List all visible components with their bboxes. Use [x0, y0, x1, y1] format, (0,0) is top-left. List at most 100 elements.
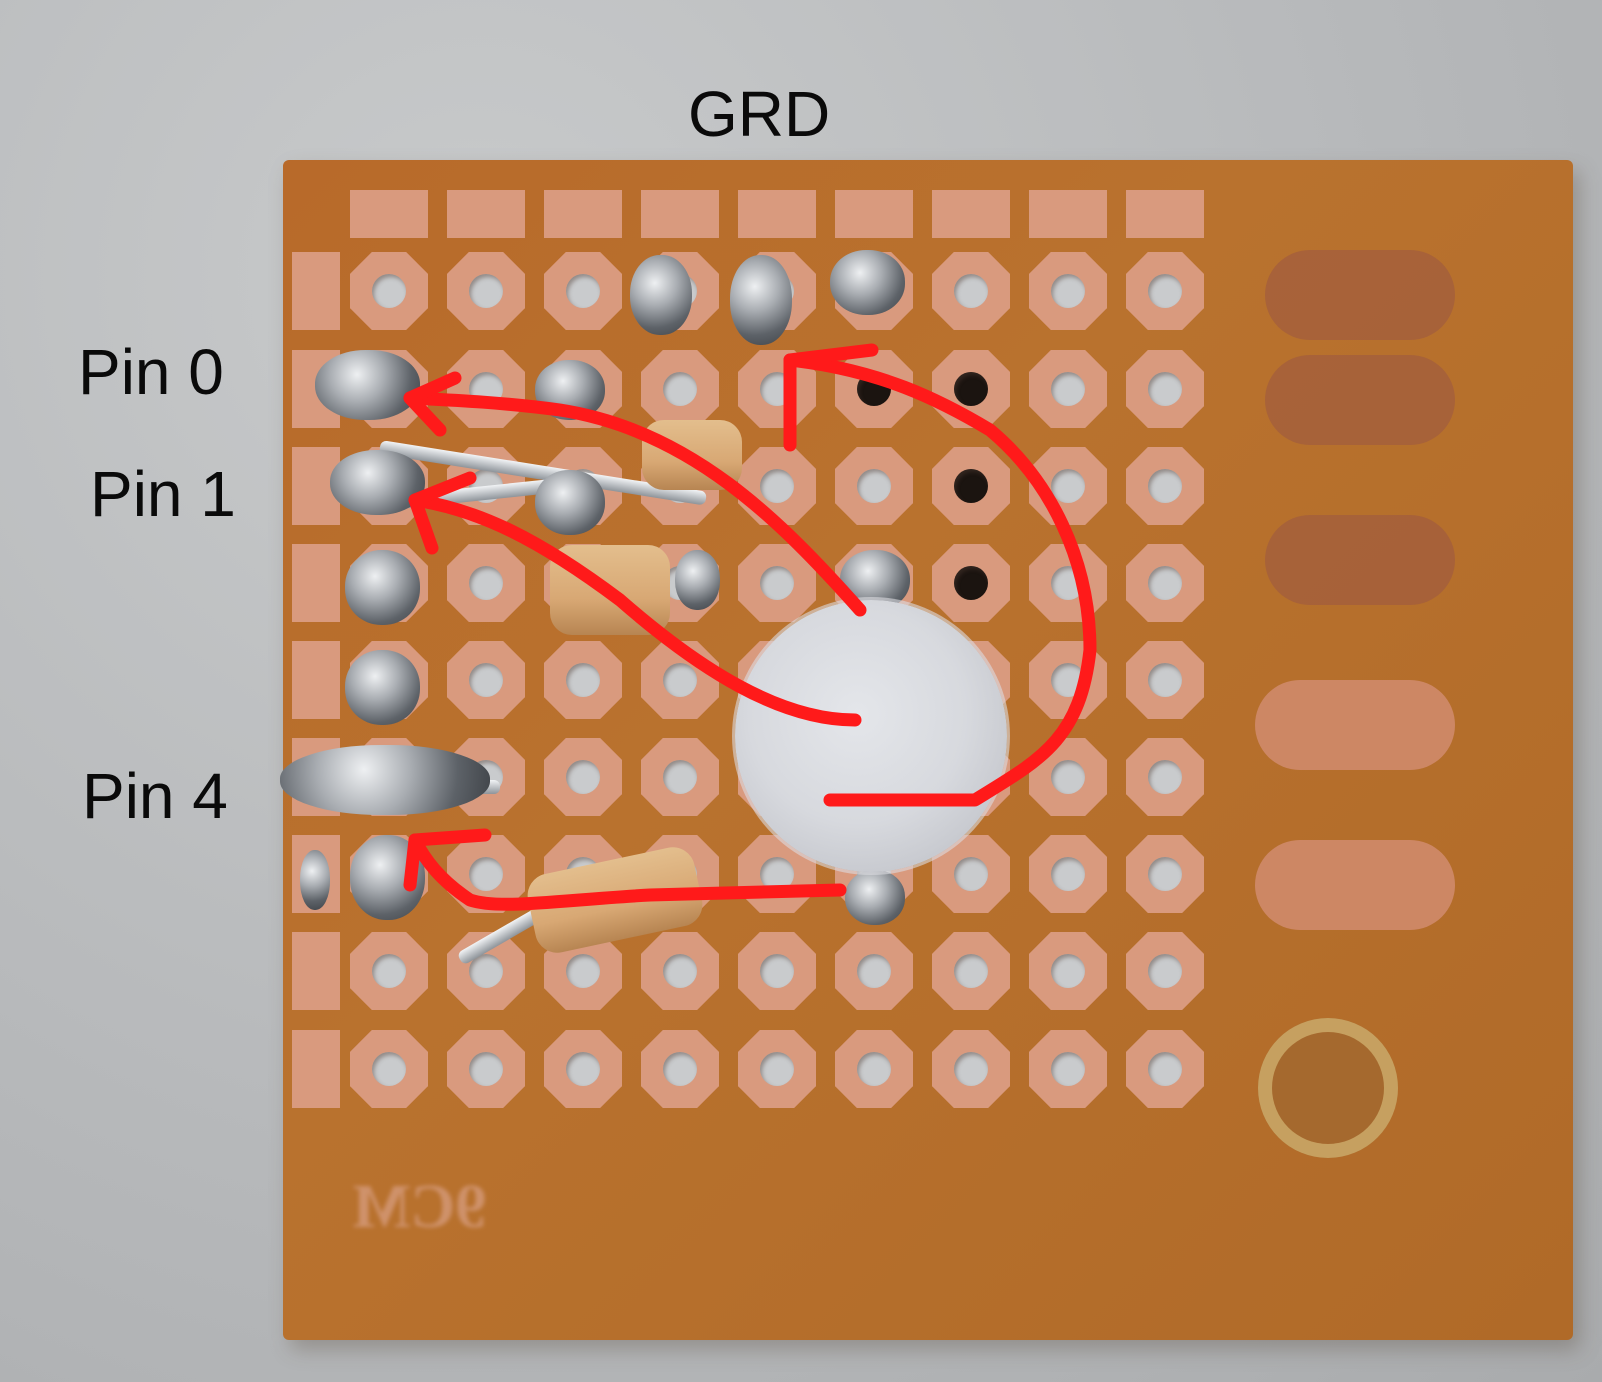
solder-joint: [675, 550, 720, 610]
solder-joint: [830, 250, 905, 315]
copper-pad: [835, 447, 913, 525]
copper-strip: [1255, 840, 1455, 930]
copper-pad: [544, 738, 622, 816]
mounting-hole: [1258, 1018, 1398, 1158]
copper-strip: [1265, 515, 1455, 605]
copper-pad: [641, 738, 719, 816]
copper-pad: [932, 544, 1010, 622]
pad-hole: [1148, 1052, 1182, 1086]
copper-pad: [1126, 544, 1204, 622]
copper-pad: [738, 835, 816, 913]
pad-hole: [1148, 566, 1182, 600]
copper-pad: [1029, 252, 1107, 330]
edge-pad: [738, 190, 816, 238]
solder-joint: [535, 470, 605, 535]
edge-pad: [932, 190, 1010, 238]
pad-hole: [1051, 760, 1085, 794]
copper-pad: [1126, 1030, 1204, 1108]
solder-joint: [330, 450, 425, 515]
edge-pad: [1126, 190, 1204, 238]
copper-pad: [932, 252, 1010, 330]
pad-hole: [1051, 274, 1085, 308]
label-grd: GRD: [688, 78, 831, 150]
solder-joint: [315, 350, 420, 420]
copper-pad: [350, 1030, 428, 1108]
pad-hole: [760, 954, 794, 988]
edge-pad: [544, 190, 622, 238]
solder-joint: [845, 870, 905, 925]
pad-hole: [469, 274, 503, 308]
arrowhead-pin0: [403, 371, 462, 437]
pad-hole: [1148, 663, 1182, 697]
arrow-to-pin1: [408, 493, 862, 727]
arrow-to-pin4: [408, 833, 847, 911]
edge-pad: [447, 190, 525, 238]
pad-hole: [954, 469, 988, 503]
pad-hole: [663, 372, 697, 406]
copper-pad: [544, 1030, 622, 1108]
copper-strip: [1255, 680, 1455, 770]
copper-pad: [932, 932, 1010, 1010]
edge-pad: [1029, 190, 1107, 238]
pad-hole: [566, 954, 600, 988]
copper-pad: [1126, 738, 1204, 816]
copper-pad: [1029, 447, 1107, 525]
copper-pad: [738, 932, 816, 1010]
solder-joint: [280, 745, 490, 815]
pad-hole: [469, 857, 503, 891]
pad-hole: [1051, 1052, 1085, 1086]
label-pin0: Pin 0: [78, 336, 224, 408]
pad-hole: [372, 274, 406, 308]
pad-hole: [1148, 372, 1182, 406]
copper-strip: [1265, 250, 1455, 340]
edge-pad: [292, 252, 340, 330]
solder-joint: [630, 255, 692, 335]
pad-hole: [1148, 469, 1182, 503]
pad-hole: [857, 1052, 891, 1086]
copper-pad: [544, 641, 622, 719]
pad-hole: [954, 372, 988, 406]
copper-pad: [641, 350, 719, 428]
pad-hole: [954, 566, 988, 600]
arrow-to-pin0: [403, 391, 867, 617]
copper-pad: [738, 1030, 816, 1108]
copper-pad: [447, 350, 525, 428]
pad-hole: [469, 954, 503, 988]
arrowhead-pin4: [403, 828, 492, 892]
pad-hole: [1148, 954, 1182, 988]
copper-pad: [1126, 447, 1204, 525]
pad-hole: [566, 1052, 600, 1086]
copper-strip: [1265, 355, 1455, 445]
copper-pad: [1126, 835, 1204, 913]
copper-pad: [932, 447, 1010, 525]
edge-pad: [835, 190, 913, 238]
pad-hole: [1051, 954, 1085, 988]
pad-hole: [663, 760, 697, 794]
pad-hole: [566, 663, 600, 697]
pad-hole: [469, 1052, 503, 1086]
copper-pad: [1029, 738, 1107, 816]
pad-hole: [1148, 274, 1182, 308]
copper-pad: [641, 932, 719, 1010]
pad-hole: [566, 760, 600, 794]
label-pin1: Pin 1: [90, 458, 236, 530]
copper-pad: [447, 641, 525, 719]
pad-hole: [372, 1052, 406, 1086]
pad-hole: [372, 954, 406, 988]
pad-hole: [760, 566, 794, 600]
copper-pad: [1029, 1030, 1107, 1108]
edge-pad: [292, 641, 340, 719]
copper-pad: [1126, 932, 1204, 1010]
led: [735, 600, 1007, 872]
pad-hole: [1148, 857, 1182, 891]
copper-pad: [447, 544, 525, 622]
copper-pad: [447, 252, 525, 330]
copper-pad: [1029, 932, 1107, 1010]
copper-pad: [1126, 350, 1204, 428]
pad-hole: [1148, 760, 1182, 794]
copper-pad: [835, 1030, 913, 1108]
edge-pad: [641, 190, 719, 238]
pad-hole: [1051, 857, 1085, 891]
pad-hole: [954, 857, 988, 891]
